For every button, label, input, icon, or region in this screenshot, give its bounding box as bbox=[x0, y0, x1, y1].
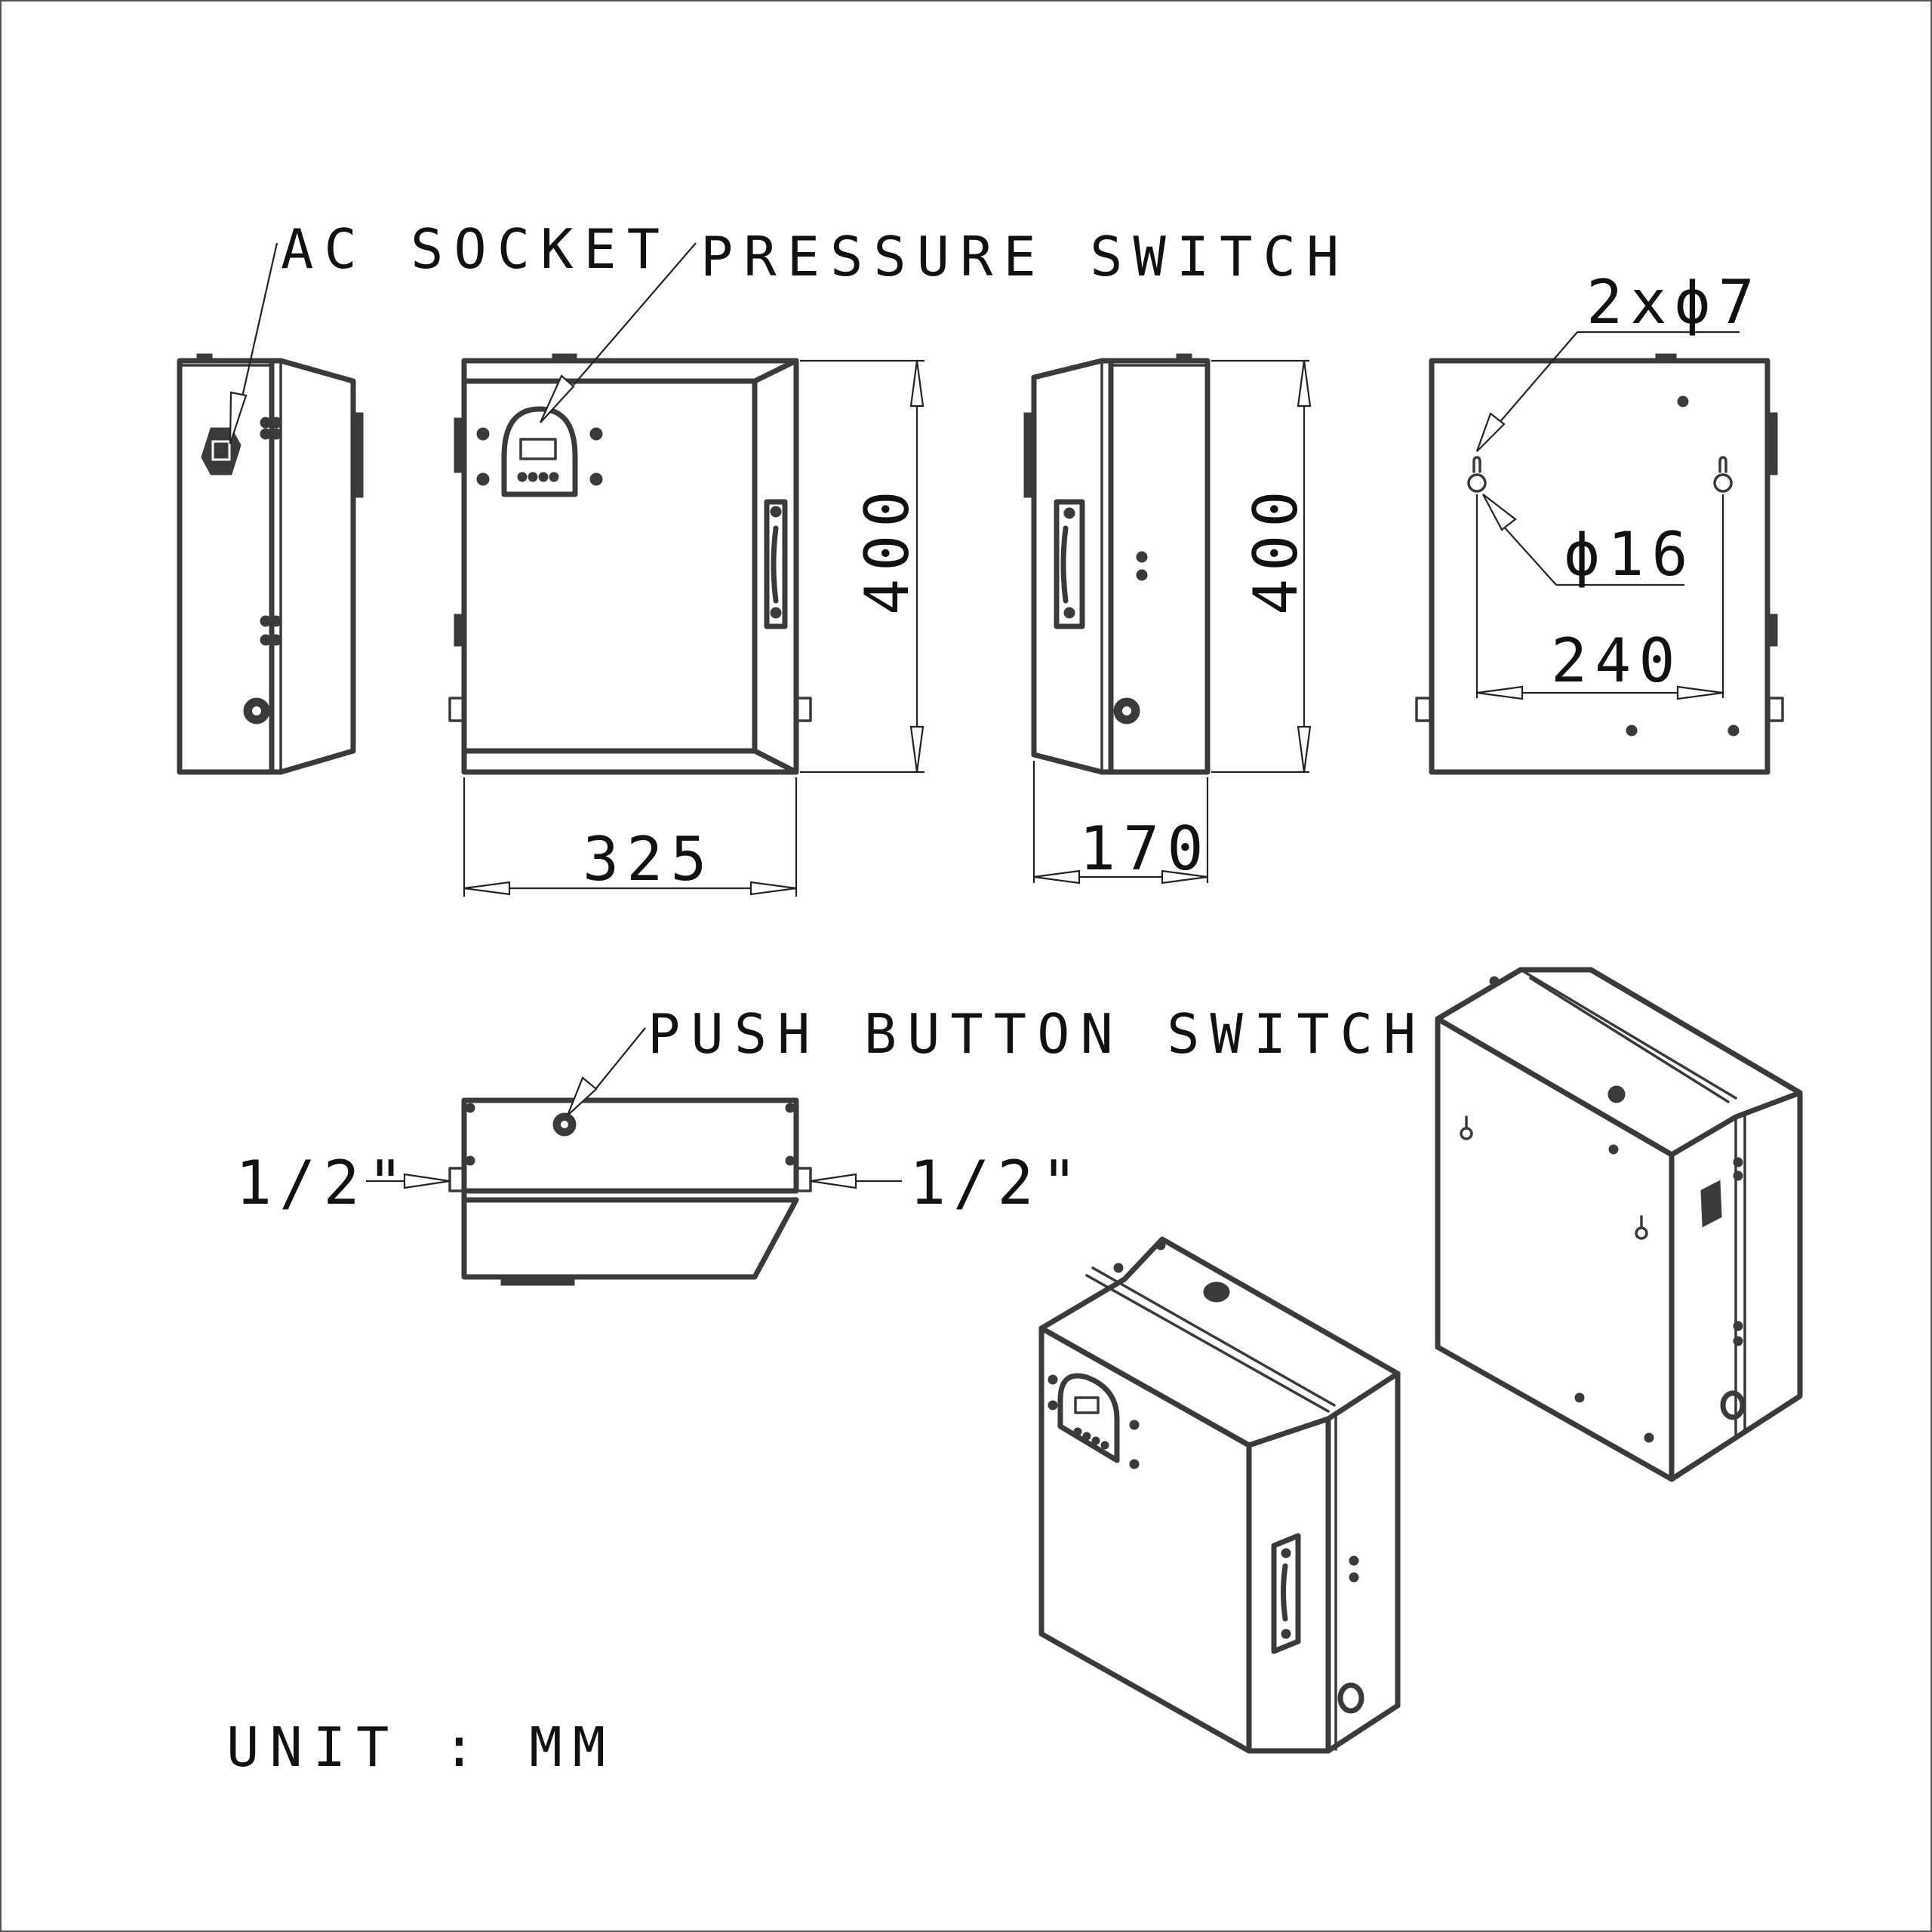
pipe-right-leader bbox=[810, 1173, 902, 1189]
side-handle-icon bbox=[1054, 499, 1085, 629]
iso-rear-view bbox=[1435, 967, 1803, 1482]
mount-spacing-value: 240 bbox=[1551, 626, 1683, 696]
front-height-value: 400 bbox=[852, 484, 922, 616]
door-handle-icon bbox=[764, 499, 788, 629]
mount-spacing-dimension bbox=[1475, 494, 1724, 700]
pipe-left-leader bbox=[366, 1173, 451, 1189]
right-side-view bbox=[1023, 353, 1211, 775]
side-height-dimension bbox=[1211, 359, 1312, 774]
left-side-view bbox=[177, 353, 364, 775]
hole-large-leader bbox=[1482, 494, 1684, 586]
push-button-switch-label: PUSH BUTTON SWITCH bbox=[648, 1002, 1426, 1066]
push-button-icon bbox=[552, 1112, 577, 1137]
iso-front-view bbox=[1038, 1236, 1401, 1754]
front-width-dimension bbox=[463, 777, 798, 897]
ac-socket-icon bbox=[201, 427, 242, 475]
ac-socket-leader bbox=[229, 242, 278, 445]
top-view bbox=[448, 1097, 812, 1286]
iso-pressure-switch-icon bbox=[1057, 1373, 1120, 1463]
push-button-leader bbox=[566, 1027, 646, 1116]
pipe-left-label: 1/2" bbox=[235, 1148, 411, 1218]
unit-label: UNIT : MM bbox=[226, 1715, 616, 1779]
hole-small-leader bbox=[1475, 331, 1740, 452]
pressure-switch-icon bbox=[501, 406, 578, 497]
keyhole-mount-right-icon bbox=[1713, 456, 1733, 493]
pipe-right-label: 1/2" bbox=[909, 1148, 1085, 1218]
ac-socket-label: AC SOCKET bbox=[281, 217, 670, 281]
pressure-switch-leader bbox=[539, 242, 697, 423]
front-view bbox=[448, 353, 812, 775]
keyhole-mount-left-icon bbox=[1467, 456, 1487, 493]
front-height-dimension bbox=[800, 359, 924, 774]
iso-door-handle-icon bbox=[1271, 1533, 1301, 1654]
side-depth-dimension bbox=[1032, 761, 1209, 884]
hole-small-label: 2xϕ7 bbox=[1586, 267, 1762, 337]
front-width-value: 325 bbox=[583, 824, 715, 894]
side-height-value: 400 bbox=[1241, 484, 1311, 616]
rear-view bbox=[1415, 353, 1784, 775]
side-depth-value: 170 bbox=[1079, 814, 1211, 884]
pressure-switch-label: PRESSURE SWITCH bbox=[700, 225, 1349, 288]
hole-large-label: ϕ16 bbox=[1564, 519, 1696, 589]
